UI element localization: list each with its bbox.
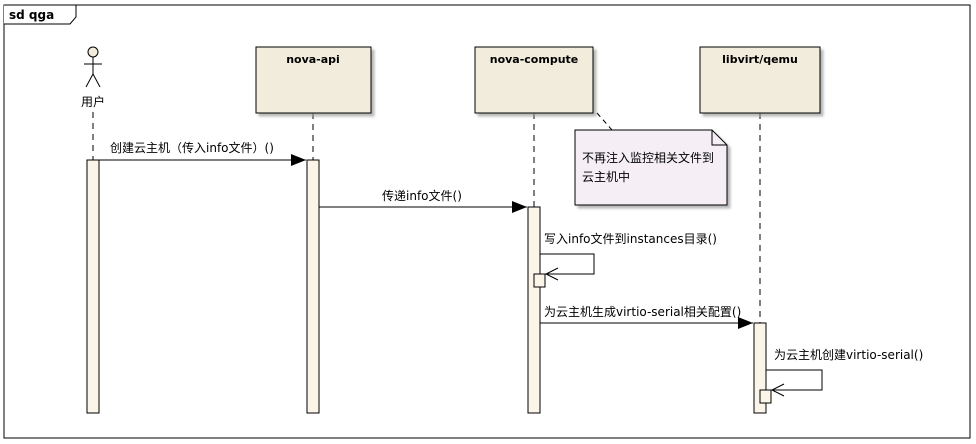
message-generate-virtio-config: 为云主机生成virtio-serial相关配置() [540, 305, 753, 329]
message-label: 传递info文件() [382, 188, 462, 203]
activation-bar-libvirt-nested [759, 389, 772, 404]
note: 不再注入监控相关文件到 云主机中 [574, 112, 728, 206]
lifeline-header-nova-api: nova-api [255, 46, 372, 114]
message-create-virtio-serial: 为云主机创建virtio-serial() [766, 348, 923, 397]
lifeline-header-label: nova-api [286, 53, 340, 66]
message-pass-info-file: 传递info文件() [319, 188, 527, 213]
diagram-frame: sd qga [3, 4, 971, 439]
note-line-2: 云主机中 [582, 169, 630, 184]
lifeline-header-label: nova-compute [490, 53, 579, 66]
note-line-1: 不再注入监控相关文件到 [582, 150, 714, 165]
lifeline-header-label: libvirt/qemu [722, 53, 798, 66]
actor-label-user: 用户 [81, 94, 105, 109]
lifeline-header-nova-compute: nova-compute [474, 46, 594, 114]
message-label: 为云主机生成virtio-serial相关配置() [544, 305, 741, 319]
activation-bar-nova-compute-nested [533, 273, 546, 288]
stick-figure-icon [84, 46, 102, 88]
message-label: 为云主机创建virtio-serial() [774, 348, 923, 362]
message-create-instance: 创建云主机（传入info文件）() [99, 140, 306, 166]
activation-bar-nova-api [306, 159, 320, 414]
message-write-info-file: 写入info文件到instances目录() [540, 231, 717, 281]
message-label: 创建云主机（传入info文件）() [110, 140, 274, 155]
lifeline-header-libvirt-qemu: libvirt/qemu [699, 46, 821, 114]
activation-bar-user [86, 159, 100, 414]
activation-bar-nova-compute [527, 206, 541, 414]
frame-title: sd qga [9, 8, 54, 22]
message-label: 写入info文件到instances目录() [544, 231, 717, 246]
